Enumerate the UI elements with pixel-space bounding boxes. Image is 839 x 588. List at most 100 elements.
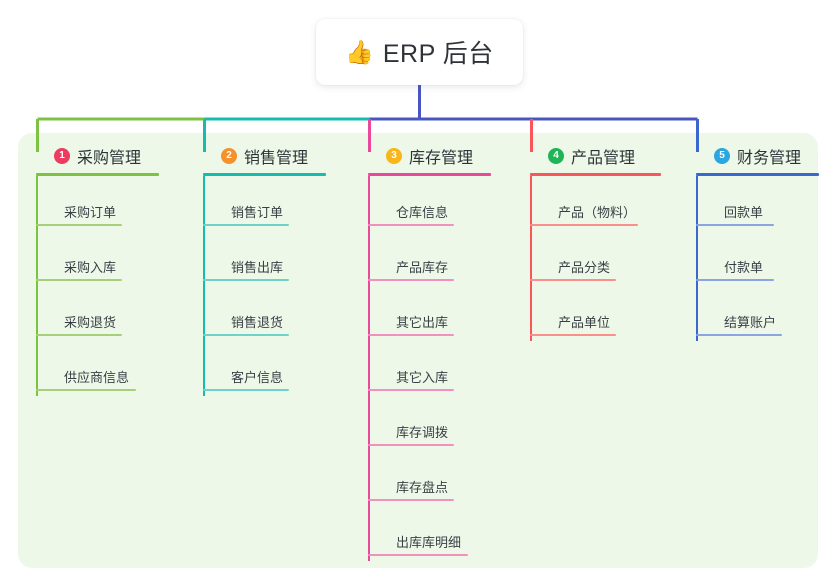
column-header[interactable]: 2 销售管理: [203, 145, 353, 167]
leaf-rule: [368, 444, 454, 446]
thumbs-up-icon: 👍: [345, 38, 374, 65]
column-header[interactable]: 5 财务管理: [696, 145, 839, 167]
column-header[interactable]: 3 库存管理: [368, 145, 518, 167]
leaf-item[interactable]: 出库库明细: [368, 506, 518, 561]
leaf-rule: [36, 389, 136, 391]
column-header[interactable]: 4 产品管理: [530, 145, 690, 167]
column-header-rule: [36, 173, 159, 176]
column-title: 产品管理: [571, 150, 636, 167]
leaf-label: 结算账户: [724, 315, 777, 330]
leaf-label: 产品库存: [396, 260, 449, 275]
leaf-item[interactable]: 库存盘点: [368, 451, 518, 506]
leaf-rule: [203, 389, 289, 391]
column-header-rule: [368, 173, 491, 176]
leaf-rule: [368, 334, 454, 336]
leaf-label: 产品单位: [558, 315, 611, 330]
leaf-label: 仓库信息: [396, 205, 449, 220]
leaf-rule: [530, 279, 616, 281]
diagram-panel: [18, 133, 818, 568]
leaf-item[interactable]: 回款单: [696, 176, 839, 231]
column-title: 采购管理: [77, 150, 142, 167]
leaf-rule: [203, 224, 289, 226]
leaf-item[interactable]: 其它入库: [368, 341, 518, 396]
leaf-label: 回款单: [724, 205, 764, 220]
leaf-label: 其它入库: [396, 370, 449, 385]
leaf-label: 供应商信息: [64, 370, 130, 385]
leaf-item[interactable]: 付款单: [696, 231, 839, 286]
leaf-item[interactable]: 采购退货: [36, 286, 186, 341]
column-items: 产品（物料） 产品分类产品单位: [530, 176, 690, 341]
leaf-rule: [530, 334, 616, 336]
column-number-badge: 4: [548, 148, 564, 164]
leaf-item[interactable]: 结算账户: [696, 286, 839, 341]
column-items: 采购订单采购入库采购退货供应商信息: [36, 176, 186, 396]
column-库存管理: 3 库存管理仓库信息产品库存其它出库其它入库库存调拨库存盘点出库库明细: [368, 145, 518, 561]
leaf-item[interactable]: 仓库信息: [368, 176, 518, 231]
column-spine: [530, 176, 532, 341]
leaf-rule: [36, 334, 122, 336]
column-销售管理: 2 销售管理销售订单销售出库销售退货客户信息: [203, 145, 353, 396]
leaf-rule: [368, 389, 454, 391]
column-items: 回款单付款单结算账户: [696, 176, 839, 341]
column-spine: [36, 176, 38, 396]
leaf-rule: [203, 334, 289, 336]
leaf-item[interactable]: 产品库存: [368, 231, 518, 286]
leaf-item[interactable]: 销售订单: [203, 176, 353, 231]
leaf-label: 产品（物料）: [558, 205, 637, 220]
leaf-label: 销售出库: [231, 260, 284, 275]
leaf-item[interactable]: 采购入库: [36, 231, 186, 286]
column-title: 销售管理: [244, 150, 309, 167]
column-header-rule: [530, 173, 662, 176]
leaf-label: 出库库明细: [396, 535, 462, 550]
leaf-rule: [368, 224, 454, 226]
column-title: 库存管理: [409, 150, 474, 167]
leaf-rule: [696, 334, 782, 336]
leaf-rule: [368, 554, 468, 556]
column-number-badge: 5: [714, 148, 730, 164]
leaf-item[interactable]: 销售退货: [203, 286, 353, 341]
column-spine: [203, 176, 205, 396]
leaf-label: 库存调拨: [396, 425, 449, 440]
leaf-label: 采购退货: [64, 315, 117, 330]
leaf-rule: [36, 224, 122, 226]
leaf-item[interactable]: 产品单位: [530, 286, 690, 341]
leaf-item[interactable]: 供应商信息: [36, 341, 186, 396]
leaf-item[interactable]: 其它出库: [368, 286, 518, 341]
leaf-item[interactable]: 产品分类: [530, 231, 690, 286]
root-title: ERP 后台: [382, 40, 494, 68]
column-number-badge: 3: [386, 148, 402, 164]
leaf-label: 客户信息: [231, 370, 284, 385]
leaf-item[interactable]: 库存调拨: [368, 396, 518, 451]
leaf-label: 库存盘点: [396, 480, 449, 495]
leaf-label: 其它出库: [396, 315, 449, 330]
leaf-rule: [368, 279, 454, 281]
leaf-label: 采购订单: [64, 205, 117, 220]
column-spine: [696, 176, 698, 341]
column-采购管理: 1 采购管理采购订单采购入库采购退货供应商信息: [36, 145, 186, 396]
leaf-rule: [696, 279, 774, 281]
column-header-rule: [696, 173, 819, 176]
column-title: 财务管理: [737, 150, 802, 167]
root-node[interactable]: 👍 ERP 后台: [316, 19, 523, 85]
column-number-badge: 2: [221, 148, 237, 164]
column-items: 仓库信息产品库存其它出库其它入库库存调拨库存盘点出库库明细: [368, 176, 518, 561]
column-header[interactable]: 1 采购管理: [36, 145, 186, 167]
column-number-badge: 1: [54, 148, 70, 164]
leaf-label: 销售订单: [231, 205, 284, 220]
column-财务管理: 5 财务管理回款单付款单结算账户: [696, 145, 839, 341]
leaf-item[interactable]: 产品（物料）: [530, 176, 690, 231]
leaf-label: 产品分类: [558, 260, 611, 275]
column-header-rule: [203, 173, 326, 176]
leaf-rule: [530, 224, 638, 226]
column-产品管理: 4 产品管理产品（物料） 产品分类产品单位: [530, 145, 690, 341]
column-items: 销售订单销售出库销售退货客户信息: [203, 176, 353, 396]
leaf-label: 销售退货: [231, 315, 284, 330]
leaf-label: 付款单: [724, 260, 764, 275]
leaf-item[interactable]: 客户信息: [203, 341, 353, 396]
leaf-rule: [203, 279, 289, 281]
leaf-item[interactable]: 销售出库: [203, 231, 353, 286]
leaf-item[interactable]: 采购订单: [36, 176, 186, 231]
leaf-rule: [368, 499, 454, 501]
leaf-rule: [696, 224, 774, 226]
leaf-label: 采购入库: [64, 260, 117, 275]
